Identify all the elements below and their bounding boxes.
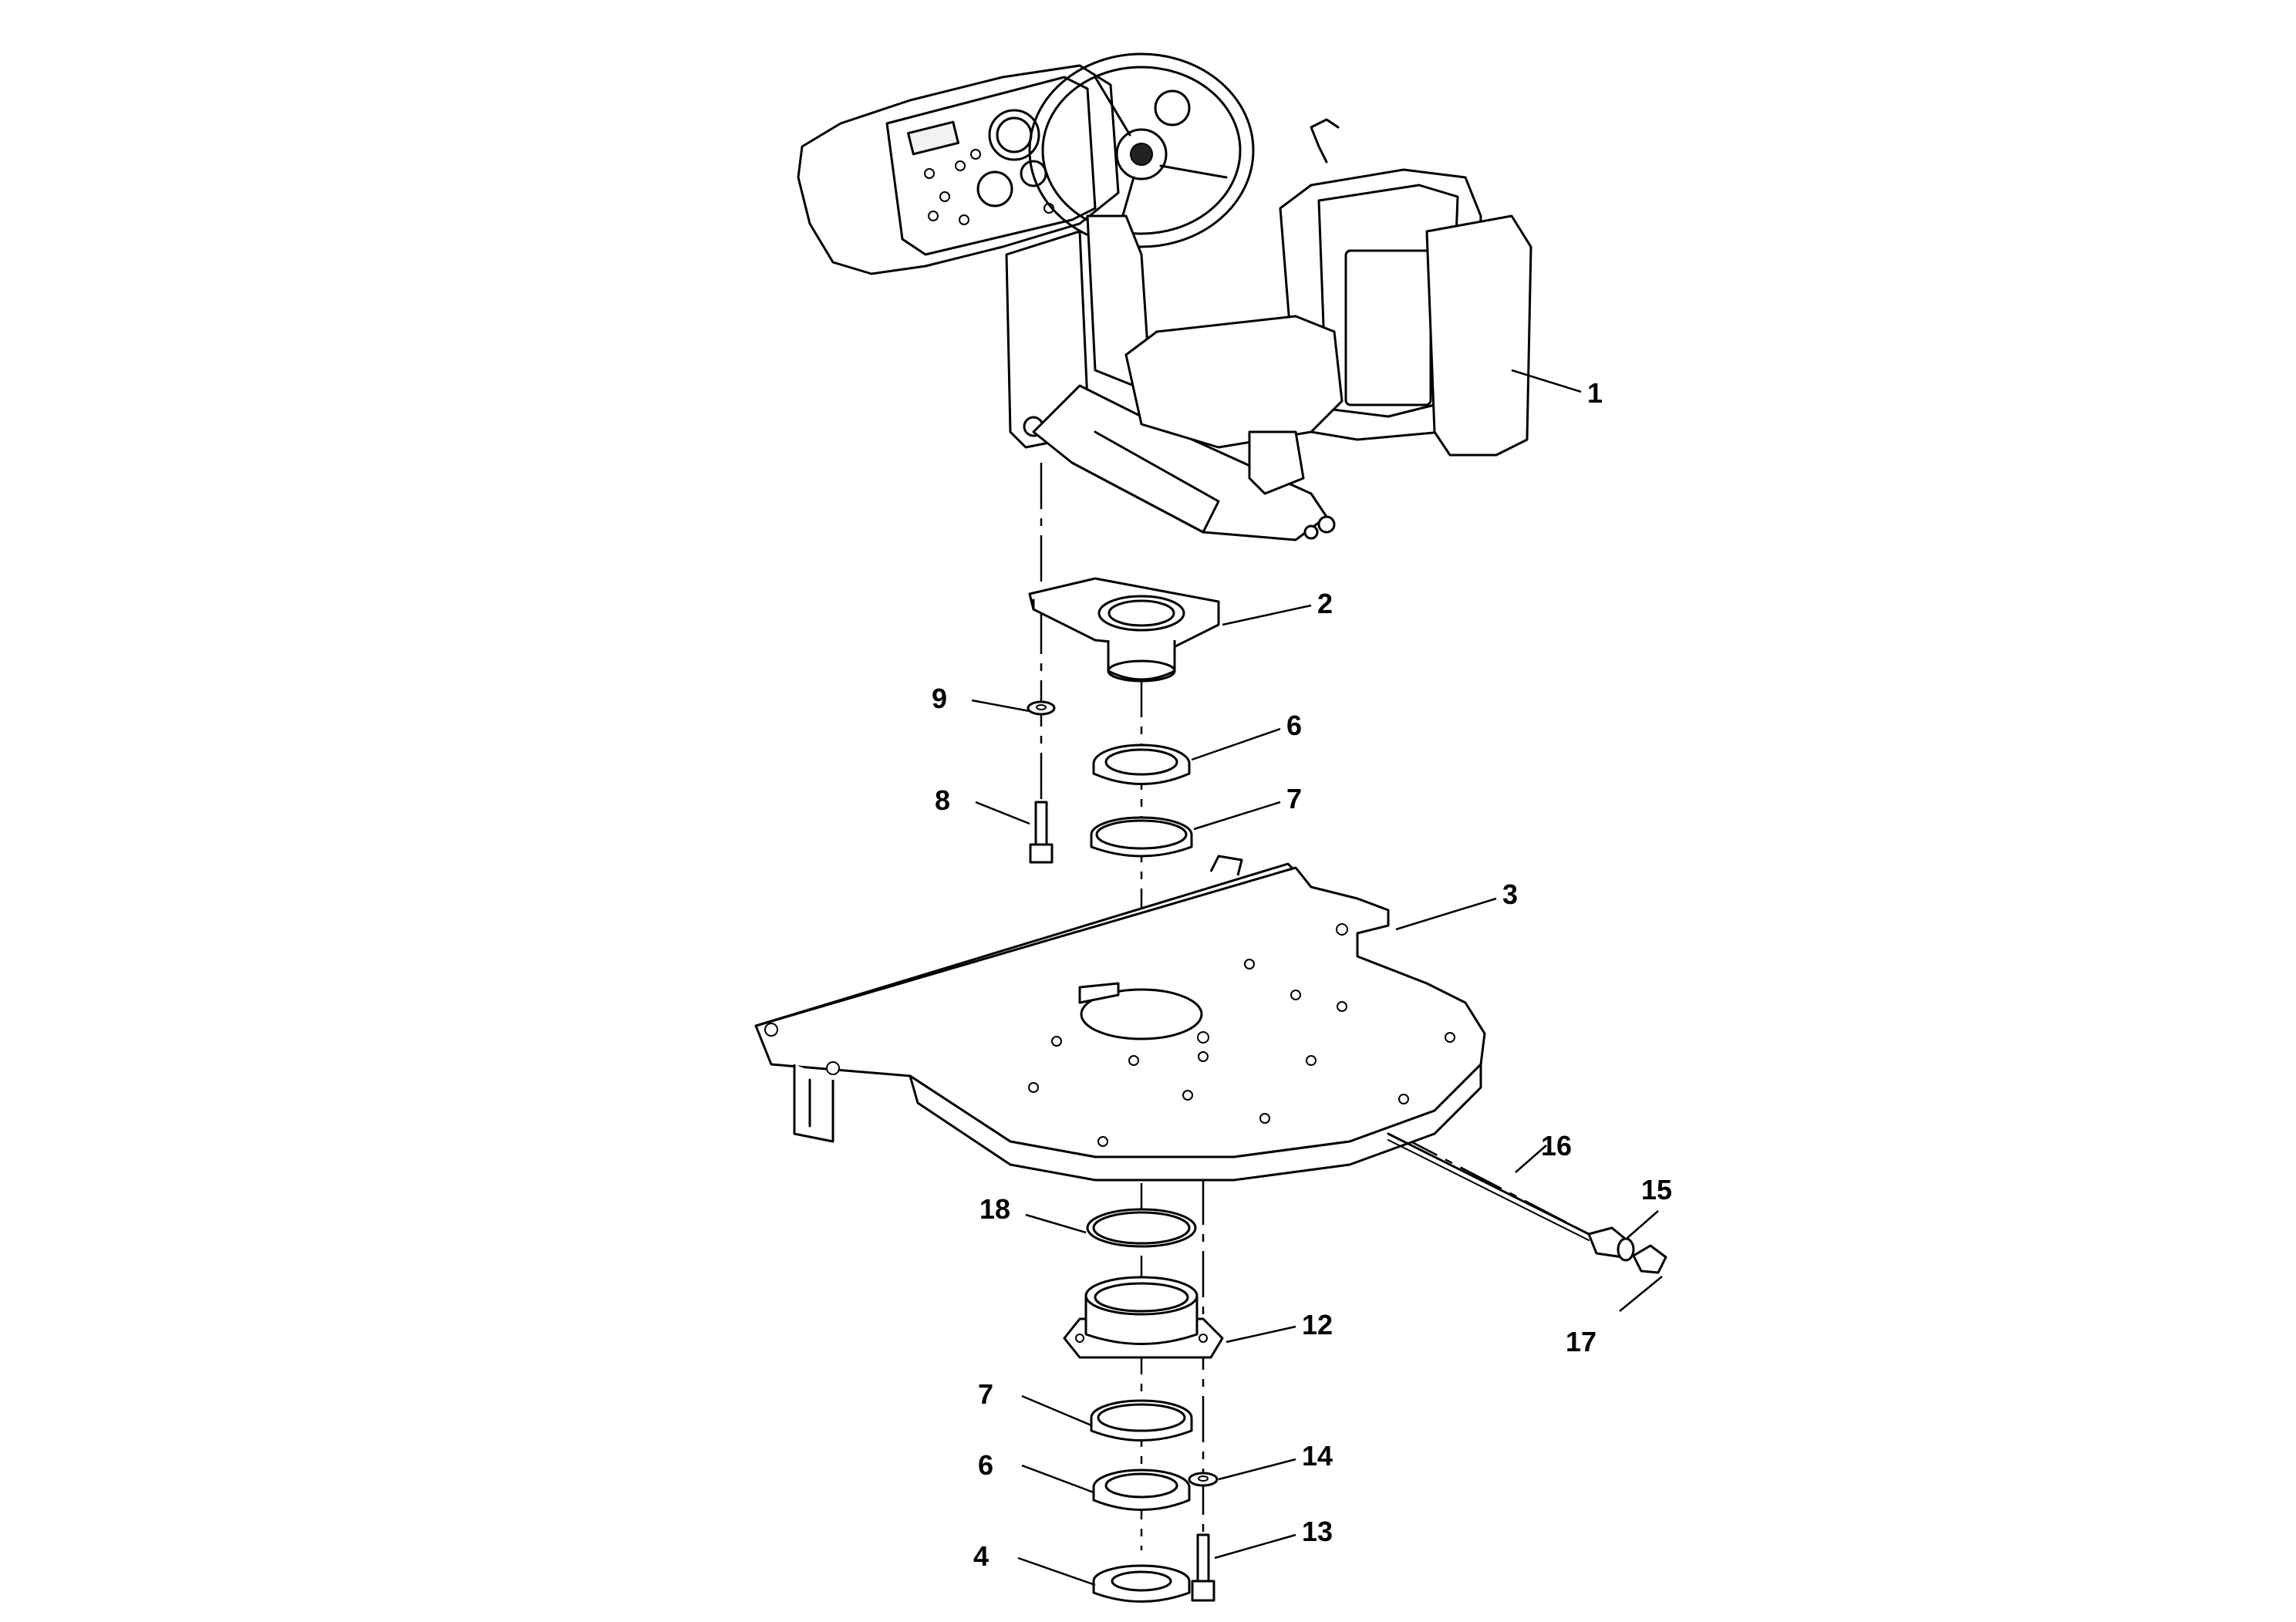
race-part-7-upper <box>1090 816 1193 858</box>
callout-12: 12 <box>1302 1309 1333 1340</box>
o-ring-part-18 <box>1086 1208 1197 1248</box>
bearing-housing-part-12 <box>1063 1276 1224 1359</box>
fitting-part-15 <box>1587 1226 1635 1262</box>
callout-3: 3 <box>1502 878 1518 910</box>
lock-nut-part-4 <box>1092 1564 1191 1603</box>
operator-station-part-1 <box>797 52 1532 541</box>
callout-16: 16 <box>1541 1130 1572 1162</box>
callout-2: 2 <box>1317 588 1333 619</box>
nipple-part-17 <box>1632 1244 1667 1274</box>
callout-6-upper: 6 <box>1286 710 1302 741</box>
callout-18: 18 <box>979 1193 1010 1225</box>
washer-part-14 <box>1188 1472 1219 1487</box>
callout-7-upper: 7 <box>1286 783 1302 814</box>
callout-15: 15 <box>1641 1174 1672 1206</box>
bearing-part-6-upper <box>1092 744 1191 785</box>
callout-4: 4 <box>973 1540 989 1572</box>
mounting-plate-part-3 <box>754 855 1486 1182</box>
callout-9: 9 <box>932 683 947 714</box>
callout-7-lower: 7 <box>978 1378 993 1410</box>
callout-1: 1 <box>1587 377 1603 409</box>
callout-17: 17 <box>1566 1326 1596 1357</box>
callout-13: 13 <box>1302 1516 1333 1547</box>
callout-labels: 1 2 3 4 6 6 7 7 8 9 12 13 14 15 16 17 18 <box>932 377 1672 1572</box>
bolt-part-8 <box>1029 801 1054 864</box>
steering-base-plate-part-2 <box>1028 577 1220 683</box>
leader-lines <box>971 369 1663 1587</box>
washer-part-9 <box>1027 700 1056 716</box>
bolt-part-13 <box>1191 1533 1215 1602</box>
callout-6-lower: 6 <box>978 1449 993 1481</box>
race-part-7-lower <box>1090 1399 1193 1442</box>
bearing-part-6-lower <box>1092 1469 1191 1511</box>
callout-14: 14 <box>1302 1440 1333 1472</box>
cable-part-16 <box>1387 1132 1590 1241</box>
callout-8: 8 <box>935 784 950 816</box>
